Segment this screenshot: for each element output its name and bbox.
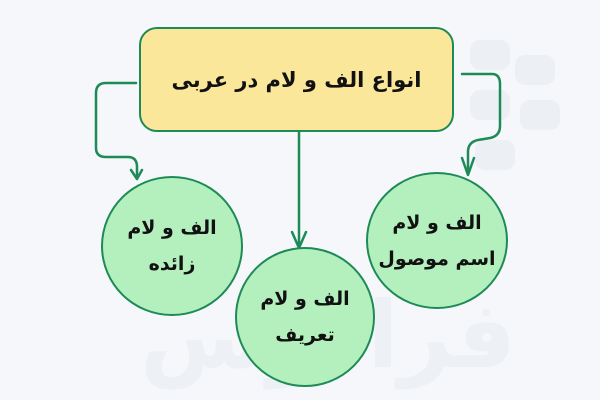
watermark-tile bbox=[515, 55, 555, 85]
watermark-tile bbox=[470, 40, 510, 70]
node-line-1: الف و لام bbox=[260, 288, 350, 310]
node-line-2: تعریف bbox=[275, 324, 335, 346]
node-alef-lam-esm-mosool: الف و لام اسم موصول bbox=[366, 172, 508, 309]
title-box: انواع الف و لام در عربی bbox=[139, 27, 454, 132]
arrow-to-zaede bbox=[94, 81, 139, 180]
watermark-tile bbox=[475, 140, 515, 170]
diagram-title: انواع الف و لام در عربی bbox=[171, 67, 422, 92]
watermark-tile bbox=[520, 100, 560, 130]
node-line-1: الف و لام bbox=[127, 217, 217, 239]
node-line-2: اسم موصول bbox=[378, 247, 496, 270]
node-alef-lam-zaede: الف و لام زائده bbox=[101, 176, 243, 316]
node-line-1: الف و لام bbox=[392, 211, 482, 234]
watermark-tile bbox=[470, 90, 510, 120]
arrow-to-esm-mosool bbox=[460, 72, 502, 176]
node-alef-lam-tarif: الف و لام تعریف bbox=[235, 247, 375, 387]
node-line-2: زائده bbox=[148, 253, 196, 275]
